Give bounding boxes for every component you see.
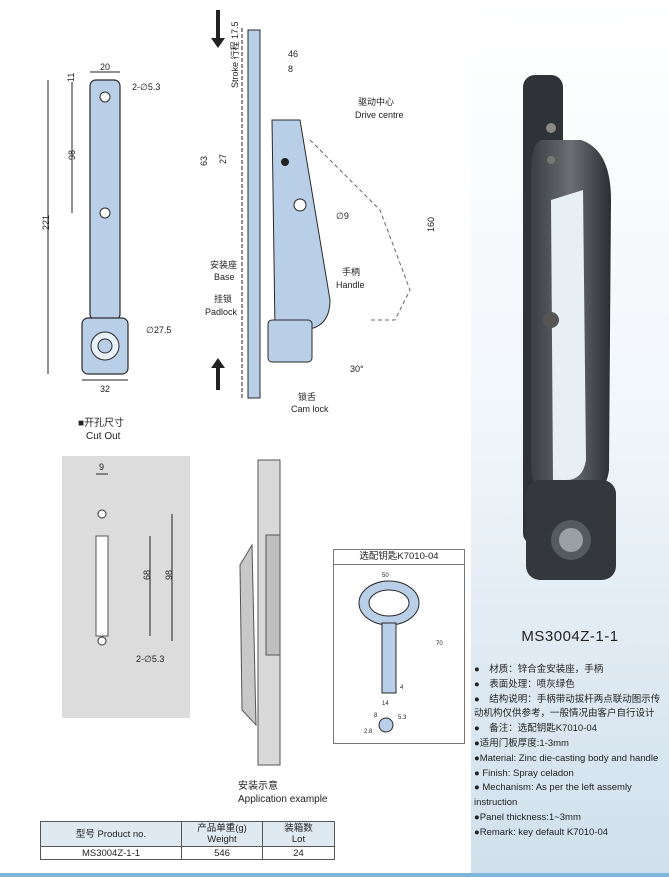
key-dim-28: 2.8 <box>364 729 373 735</box>
label-cam-cn: 锁舌 <box>298 392 317 402</box>
dim-11: 11 <box>66 73 76 82</box>
label-handle-en: Handle <box>336 280 365 290</box>
dim-221: 221 <box>41 215 51 230</box>
table-header: 装箱数 Lot <box>262 821 335 847</box>
dim-27: 27 <box>218 154 228 164</box>
dim-stroke: Stroke 行程 17.5 <box>229 21 240 88</box>
spec-item: ● 结构说明：手柄带动拔杆两点联动图示传动机构仅供参考，一般情况由客户自行设计 <box>474 693 661 720</box>
product-panel <box>471 0 669 877</box>
spec-list: ● 材质：锌合金安装座，手柄 ● 表面处理：喷灰绿色 ● 结构说明：手柄带动拔杆… <box>474 663 668 841</box>
table-header: 产品单重(g) Weight <box>181 821 263 847</box>
application-drawing <box>239 459 281 766</box>
cutout-dim-68: 68 <box>142 570 152 580</box>
application-en: Application example <box>238 794 328 805</box>
key-dim-70: 70 <box>436 641 443 647</box>
label-base-en: Base <box>214 272 235 282</box>
key-dim-50: 50 <box>382 573 389 579</box>
side-view-rail <box>247 29 261 399</box>
front-view-body <box>89 79 121 321</box>
label-padlock-cn: 挂锁 <box>214 294 233 304</box>
dim-275: ∅27.5 <box>146 325 171 335</box>
dim-8: 8 <box>288 64 293 74</box>
dim-46: 46 <box>288 49 298 59</box>
product-model-title: MS3004Z-1-1 <box>521 628 619 645</box>
spec-item: ●适用门板厚度:1-3mm <box>474 737 569 749</box>
label-cam-en: Cam lock <box>291 404 329 414</box>
spec-item: ●Remark: key default K7010-04 <box>474 826 609 838</box>
cutout-dim-98: 98 <box>164 570 174 580</box>
table-cell: 546 <box>181 846 263 860</box>
technical-drawing: 20 11 2-∅5.3 98 221 ∅27.5 32 46 8 Stroke… <box>41 10 436 399</box>
key-dim-4: 4 <box>400 685 404 691</box>
product-photo <box>523 75 616 580</box>
key-box: 选配钥匙K7010-04 50 70 14 4 8 5.3 2.8 <box>333 549 465 744</box>
dim-98: 98 <box>67 150 77 160</box>
cutout-title-cn: ■开孔尺寸 <box>78 418 125 429</box>
label-drive-cn: 驱动中心 <box>358 97 395 107</box>
dim-9: ∅9 <box>336 211 349 221</box>
table-cell: MS3004Z-1-1 <box>40 846 182 860</box>
spec-item: ● Mechanism: As per the left assemly ins… <box>474 782 632 809</box>
table-header: 型号 Product no. <box>40 821 182 847</box>
spec-item: ● 材质：锌合金安装座，手柄 <box>474 664 604 675</box>
application-cn: 安装示意 <box>238 781 278 792</box>
cutout-title-en: Cut Out <box>86 431 121 442</box>
dim-32: 32 <box>100 384 110 394</box>
dim-20: 20 <box>100 62 110 72</box>
dim-hole: 2-∅5.3 <box>132 82 160 92</box>
table-cell: 24 <box>262 846 335 860</box>
key-drawing: 50 70 14 4 8 5.3 2.8 <box>358 573 443 735</box>
key-dim-53: 5.3 <box>398 715 407 721</box>
label-base-cn: 安装座 <box>210 260 238 270</box>
spec-item: ● 备注：选配钥匙K7010-04 <box>474 723 597 735</box>
key-title: 选配钥匙K7010-04 <box>334 550 464 565</box>
spec-item: ● Finish: Spray celadon <box>474 767 574 779</box>
side-view-cam <box>267 319 313 363</box>
dim-63: 63 <box>199 156 209 166</box>
spec-item: ●Material: Zinc die-casting body and han… <box>474 752 659 764</box>
dim-160: 160 <box>426 217 436 232</box>
key-dim-8: 8 <box>374 713 378 719</box>
cutout-dim-hole: 2-∅5.3 <box>136 654 164 664</box>
spec-item: ●Panel thickness:1~3mm <box>474 811 581 823</box>
cutout-diagram: 9 68 98 2-∅5.3 <box>62 456 190 718</box>
dim-angle: 30° <box>350 364 364 374</box>
spec-item: ● 表面处理：喷灰绿色 <box>474 678 575 690</box>
cutout-dim-9: 9 <box>99 462 104 472</box>
table-row: MS3004Z-1-1 546 24 <box>40 846 335 860</box>
key-dim-14: 14 <box>382 701 389 707</box>
label-drive-en: Drive centre <box>355 110 404 120</box>
footer-bar <box>0 873 669 877</box>
spec-table: 型号 Product no. 产品单重(g) Weight 装箱数 Lot MS… <box>40 821 335 860</box>
label-padlock-en: Padlock <box>205 307 238 317</box>
label-handle-cn: 手柄 <box>342 267 361 277</box>
